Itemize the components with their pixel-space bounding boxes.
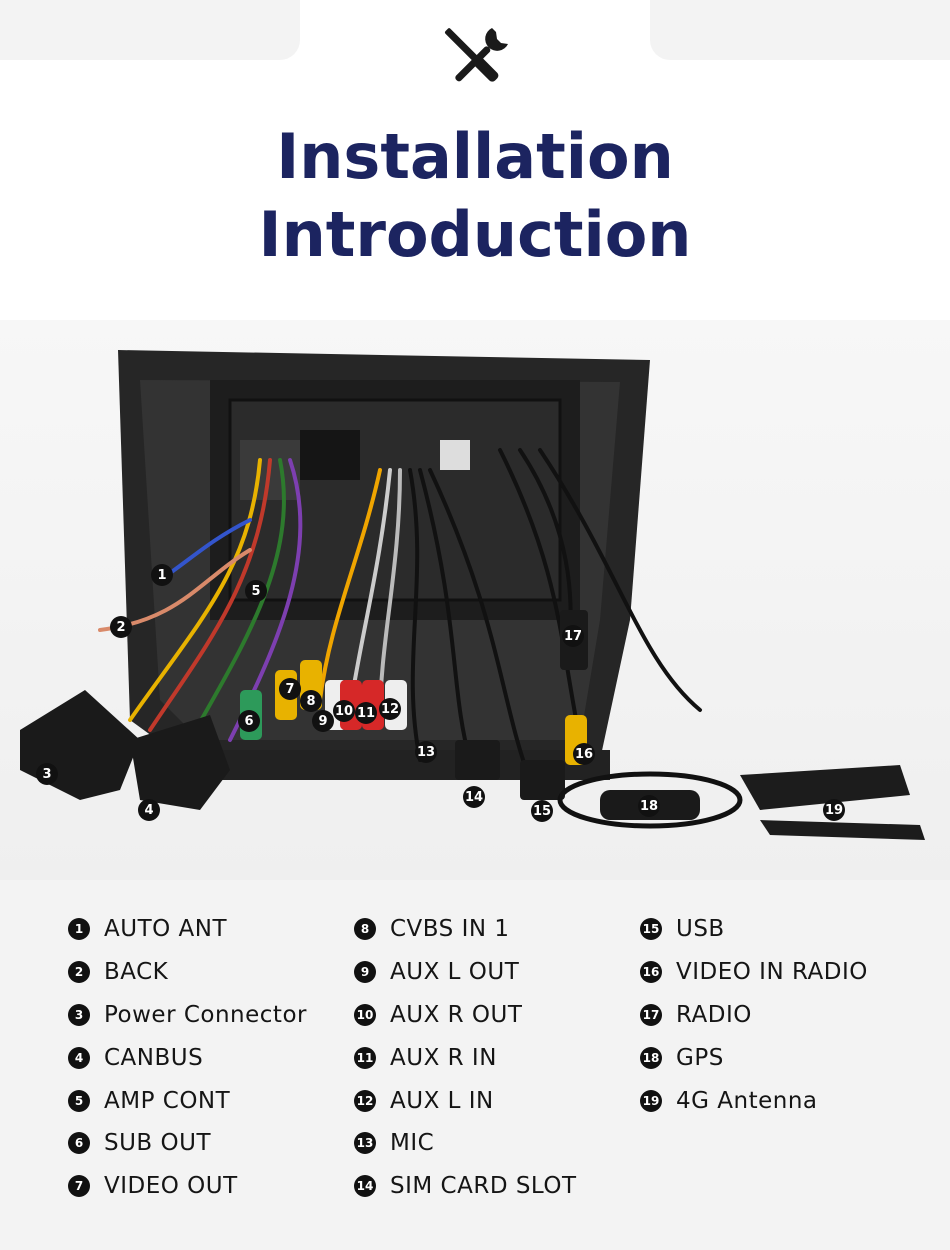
legend-item: 9 AUX L OUT <box>354 951 577 994</box>
callout-11: 11 <box>355 702 377 724</box>
top-band-left <box>0 0 300 60</box>
product-photo: 1 2 3 4 5 6 7 8 9 10 11 12 13 14 15 16 1… <box>0 320 950 880</box>
legend-label: MIC <box>390 1130 435 1157</box>
callout-4: 4 <box>138 799 160 821</box>
callout-1: 1 <box>151 564 173 586</box>
callout-19: 19 <box>823 799 845 821</box>
legend-item: 12 AUX L IN <box>354 1079 577 1122</box>
callout-3: 3 <box>36 763 58 785</box>
legend-item: 4 CANBUS <box>68 1036 307 1079</box>
callout-18: 18 <box>638 795 660 817</box>
legend-column-2: 8 CVBS IN 1 9 AUX L OUT 10 AUX R OUT 11 AUX R I… <box>354 908 577 1208</box>
legend-number-badge: 7 <box>68 1175 90 1198</box>
legend-number-badge: 9 <box>354 961 376 984</box>
legend-label: CANBUS <box>104 1044 204 1071</box>
connector-legend: 1 AUTO ANT 2 BACK 3 Power Connector 4 CANBUS 5 AM… <box>0 908 950 1228</box>
legend-item: 16 VIDEO IN RADIO <box>640 951 868 994</box>
legend-number-badge: 10 <box>354 1003 376 1026</box>
legend-number-badge: 2 <box>68 961 90 984</box>
callout-10: 10 <box>333 700 355 722</box>
legend-item: 2 BACK <box>68 951 307 994</box>
legend-label: SIM CARD SLOT <box>390 1173 577 1200</box>
legend-label: AUX L IN <box>390 1087 494 1114</box>
callout-14: 14 <box>463 786 485 808</box>
legend-number-badge: 14 <box>354 1175 376 1198</box>
legend-number-badge: 15 <box>640 918 662 941</box>
legend-item: 1 AUTO ANT <box>68 908 307 951</box>
legend-label: GPS <box>676 1044 724 1071</box>
legend-item: 18 GPS <box>640 1036 868 1079</box>
legend-item: 3 Power Connector <box>68 994 307 1037</box>
legend-number-badge: 16 <box>640 961 662 984</box>
legend-label: AUX R OUT <box>390 1001 523 1028</box>
tools-icon <box>445 28 508 82</box>
legend-label: AMP CONT <box>104 1087 231 1114</box>
legend-column-3: 15 USB 16 VIDEO IN RADIO 17 RADIO 18 GPS 19 4G An… <box>640 908 868 1122</box>
legend-item: 14 SIM CARD SLOT <box>354 1165 577 1208</box>
callout-9: 9 <box>312 710 334 732</box>
callout-12: 12 <box>379 698 401 720</box>
legend-label: BACK <box>104 959 169 986</box>
callout-13: 13 <box>415 741 437 763</box>
legend-label: CVBS IN 1 <box>390 916 510 943</box>
legend-item: 8 CVBS IN 1 <box>354 908 577 951</box>
top-band-right <box>650 0 950 60</box>
legend-label: AUX L OUT <box>390 959 520 986</box>
legend-label: USB <box>676 916 725 943</box>
legend-label: 4G Antenna <box>676 1087 818 1114</box>
page-title: Installation Introduction <box>0 118 950 274</box>
legend-number-badge: 4 <box>68 1046 90 1069</box>
callout-2: 2 <box>110 616 132 638</box>
legend-number-badge: 3 <box>68 1003 90 1026</box>
legend-number-badge: 6 <box>68 1132 90 1155</box>
legend-number-badge: 17 <box>640 1003 662 1026</box>
legend-label: RADIO <box>676 1001 752 1028</box>
legend-number-badge: 8 <box>354 918 376 941</box>
legend-label: AUX R IN <box>390 1044 497 1071</box>
title-line-2: Introduction <box>258 198 692 271</box>
legend-item: 15 USB <box>640 908 868 951</box>
legend-item: 5 AMP CONT <box>68 1079 307 1122</box>
legend-number-badge: 19 <box>640 1089 662 1112</box>
legend-item: 6 SUB OUT <box>68 1122 307 1165</box>
legend-number-badge: 13 <box>354 1132 376 1155</box>
legend-item: 19 4G Antenna <box>640 1079 868 1122</box>
legend-number-badge: 12 <box>354 1089 376 1112</box>
legend-number-badge: 18 <box>640 1046 662 1069</box>
legend-item: 11 AUX R IN <box>354 1036 577 1079</box>
callout-5: 5 <box>245 580 267 602</box>
callout-15: 15 <box>531 800 553 822</box>
title-line-1: Installation <box>276 120 674 193</box>
legend-item: 10 AUX R OUT <box>354 994 577 1037</box>
callout-6: 6 <box>238 710 260 732</box>
callout-16: 16 <box>573 743 595 765</box>
legend-label: SUB OUT <box>104 1130 212 1157</box>
legend-number-badge: 1 <box>68 918 90 941</box>
legend-column-1: 1 AUTO ANT 2 BACK 3 Power Connector 4 CANBUS 5 AM… <box>68 908 307 1208</box>
legend-number-badge: 5 <box>68 1089 90 1112</box>
legend-number-badge: 11 <box>354 1046 376 1069</box>
callout-8: 8 <box>300 690 322 712</box>
legend-label: VIDEO OUT <box>104 1173 238 1200</box>
legend-item: 13 MIC <box>354 1122 577 1165</box>
car-radio-back-panel <box>20 350 925 840</box>
callout-7: 7 <box>279 678 301 700</box>
legend-label: Power Connector <box>104 1001 307 1028</box>
legend-item: 7 VIDEO OUT <box>68 1165 307 1208</box>
legend-item: 17 RADIO <box>640 994 868 1037</box>
legend-label: VIDEO IN RADIO <box>676 959 868 986</box>
legend-label: AUTO ANT <box>104 916 228 943</box>
callout-17: 17 <box>562 625 584 647</box>
